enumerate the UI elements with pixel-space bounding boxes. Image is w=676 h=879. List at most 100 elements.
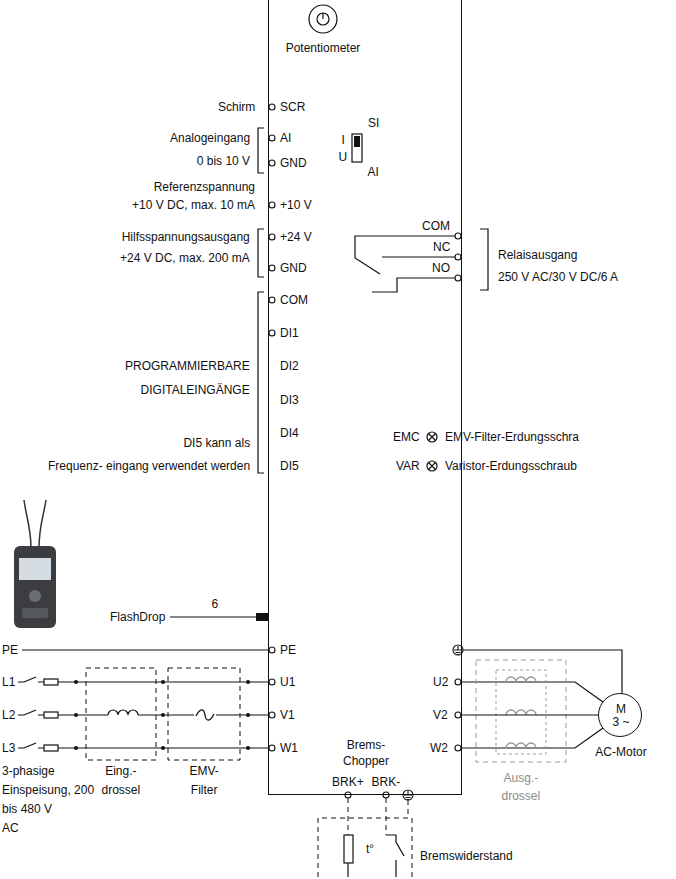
- node-text: Potentiometer: [286, 40, 361, 56]
- potentiometer-symbol: [283, 1, 363, 37]
- drawing-stroke: [14, 546, 56, 628]
- label-text: VAR: [396, 459, 420, 473]
- drawing-stroke: [455, 254, 461, 260]
- drawing-stroke: [161, 713, 165, 717]
- drawing-stroke: [74, 746, 78, 750]
- drawing-stroke: [44, 745, 58, 751]
- drawing-stroke: [354, 136, 360, 147]
- node-text: M 3 ~: [612, 703, 629, 729]
- drawing-stroke: [269, 712, 275, 718]
- label-text: BRK+: [332, 775, 364, 789]
- label-text: COM: [280, 293, 308, 307]
- drawing-stroke: [269, 104, 275, 110]
- drawing-stroke: [74, 713, 78, 717]
- text-line: Einspeisung, 200: [2, 781, 94, 800]
- drawing-stroke: [348, 798, 408, 835]
- text-line: Relaisausgang: [498, 244, 618, 266]
- drawing-stroke: [461, 728, 603, 748]
- drawing-stroke: [246, 746, 250, 750]
- drawing-stroke: [383, 792, 389, 798]
- brake-wires: [318, 798, 412, 877]
- text-line: Frequenz- eingang verwendet werden: [48, 455, 250, 478]
- drawing-stroke: [454, 646, 462, 655]
- drawing-stroke: [22, 649, 268, 650]
- text-line: +24 V DC, max. 200 mA: [120, 248, 250, 269]
- drawing-stroke: [427, 461, 437, 471]
- drawing-stroke: [24, 500, 46, 548]
- node-text: AC-Motor: [595, 744, 646, 760]
- supply-wires: [18, 650, 268, 748]
- drawing-stroke: [29, 590, 41, 602]
- drawing-stroke: [269, 135, 275, 141]
- label-text: EMV-Filter-Erdungsschra: [445, 430, 579, 444]
- label-text: W2: [430, 741, 448, 755]
- drawing-stroke: [44, 679, 58, 685]
- text-line: 3-phasige: [2, 762, 94, 781]
- selector-switch: [352, 134, 362, 162]
- potentiometer-knob: [309, 5, 337, 33]
- drawing-stroke: [196, 710, 214, 720]
- label-text: U: [339, 150, 348, 164]
- drawing-stroke: [352, 134, 362, 162]
- drawing-stroke: [86, 668, 156, 760]
- label-text: PE: [280, 643, 296, 657]
- node-text: Brems- Chopper: [343, 737, 389, 769]
- drawing-stroke: [455, 679, 461, 685]
- text-line: Analogeingang: [170, 127, 250, 150]
- label-text: I: [342, 133, 345, 147]
- drawing-stroke: [386, 835, 404, 877]
- note-text: Relaisausgang 250 V AC/30 V DC/6 A: [498, 244, 618, 288]
- label-text: L3: [2, 741, 15, 755]
- drawing-stroke: [382, 256, 455, 257]
- label-text: Bremswiderstand: [420, 849, 513, 863]
- drawing-stroke: [22, 608, 48, 618]
- drawing-stroke: [74, 680, 78, 684]
- label-text: V2: [433, 708, 448, 722]
- drawing-stroke: [269, 679, 275, 685]
- motor-wires: [461, 650, 622, 748]
- drawing-stroke: [108, 710, 138, 715]
- drawing-stroke: [258, 229, 264, 277]
- label-text: NC: [433, 240, 450, 254]
- potentiometer: Potentiometer: [283, 1, 363, 59]
- drawing-stroke: [496, 670, 546, 754]
- label-text: 6: [212, 597, 219, 611]
- label-text: NO: [432, 261, 450, 275]
- note-text: Analogeingang 0 bis 10 V: [170, 127, 250, 173]
- text-line: Ausg.-: [502, 769, 541, 787]
- brake-terminals: [345, 790, 413, 800]
- drawing-stroke: [476, 660, 566, 762]
- label-text: Varistor-Erdungsschraub: [445, 459, 577, 473]
- label-text: L1: [2, 675, 15, 689]
- text-line: 250 V AC/30 V DC/6 A: [498, 266, 618, 288]
- drawing-stroke: [455, 712, 461, 718]
- drawing-stroke: [161, 680, 165, 684]
- label-text: PE: [2, 643, 18, 657]
- drawing-stroke: [463, 650, 622, 693]
- drawing-stroke: [269, 330, 275, 336]
- drawing-stroke: [480, 229, 488, 290]
- output-choke: [476, 660, 566, 762]
- drawing-stroke: [347, 863, 348, 877]
- drawing-stroke: [506, 677, 536, 682]
- note-text: PROGRAMMIERBARE DIGITALEINGÄNGE: [125, 354, 250, 402]
- label-text: +24 V: [280, 230, 312, 244]
- drawing-stroke: [318, 818, 412, 877]
- text-line: DIGITALEINGÄNGE: [125, 378, 250, 402]
- note-text: DI5 kann als Frequenz- eingang verwendet…: [48, 432, 250, 478]
- text-line: +10 V DC, max. 10 mA: [132, 196, 255, 214]
- flashdrop-device: [14, 500, 268, 628]
- drawing-stroke: [19, 558, 51, 580]
- drawing-stroke: [269, 297, 275, 303]
- drawing-stroke: [161, 746, 165, 750]
- drawing-stroke: [404, 791, 412, 800]
- label-text: BRK-: [372, 775, 401, 789]
- label-text: U2: [433, 675, 448, 689]
- label-text: FlashDrop: [110, 610, 165, 624]
- drawing-stroke: [355, 236, 455, 274]
- drawing-stroke: [246, 680, 250, 684]
- drawing-stroke: [461, 682, 603, 702]
- text-line: Hilfsspannungsausgang: [120, 227, 250, 248]
- note-text: Hilfsspannungsausgang +24 V DC, max. 200…: [120, 227, 250, 269]
- text-line: PROGRAMMIERBARE: [125, 354, 250, 378]
